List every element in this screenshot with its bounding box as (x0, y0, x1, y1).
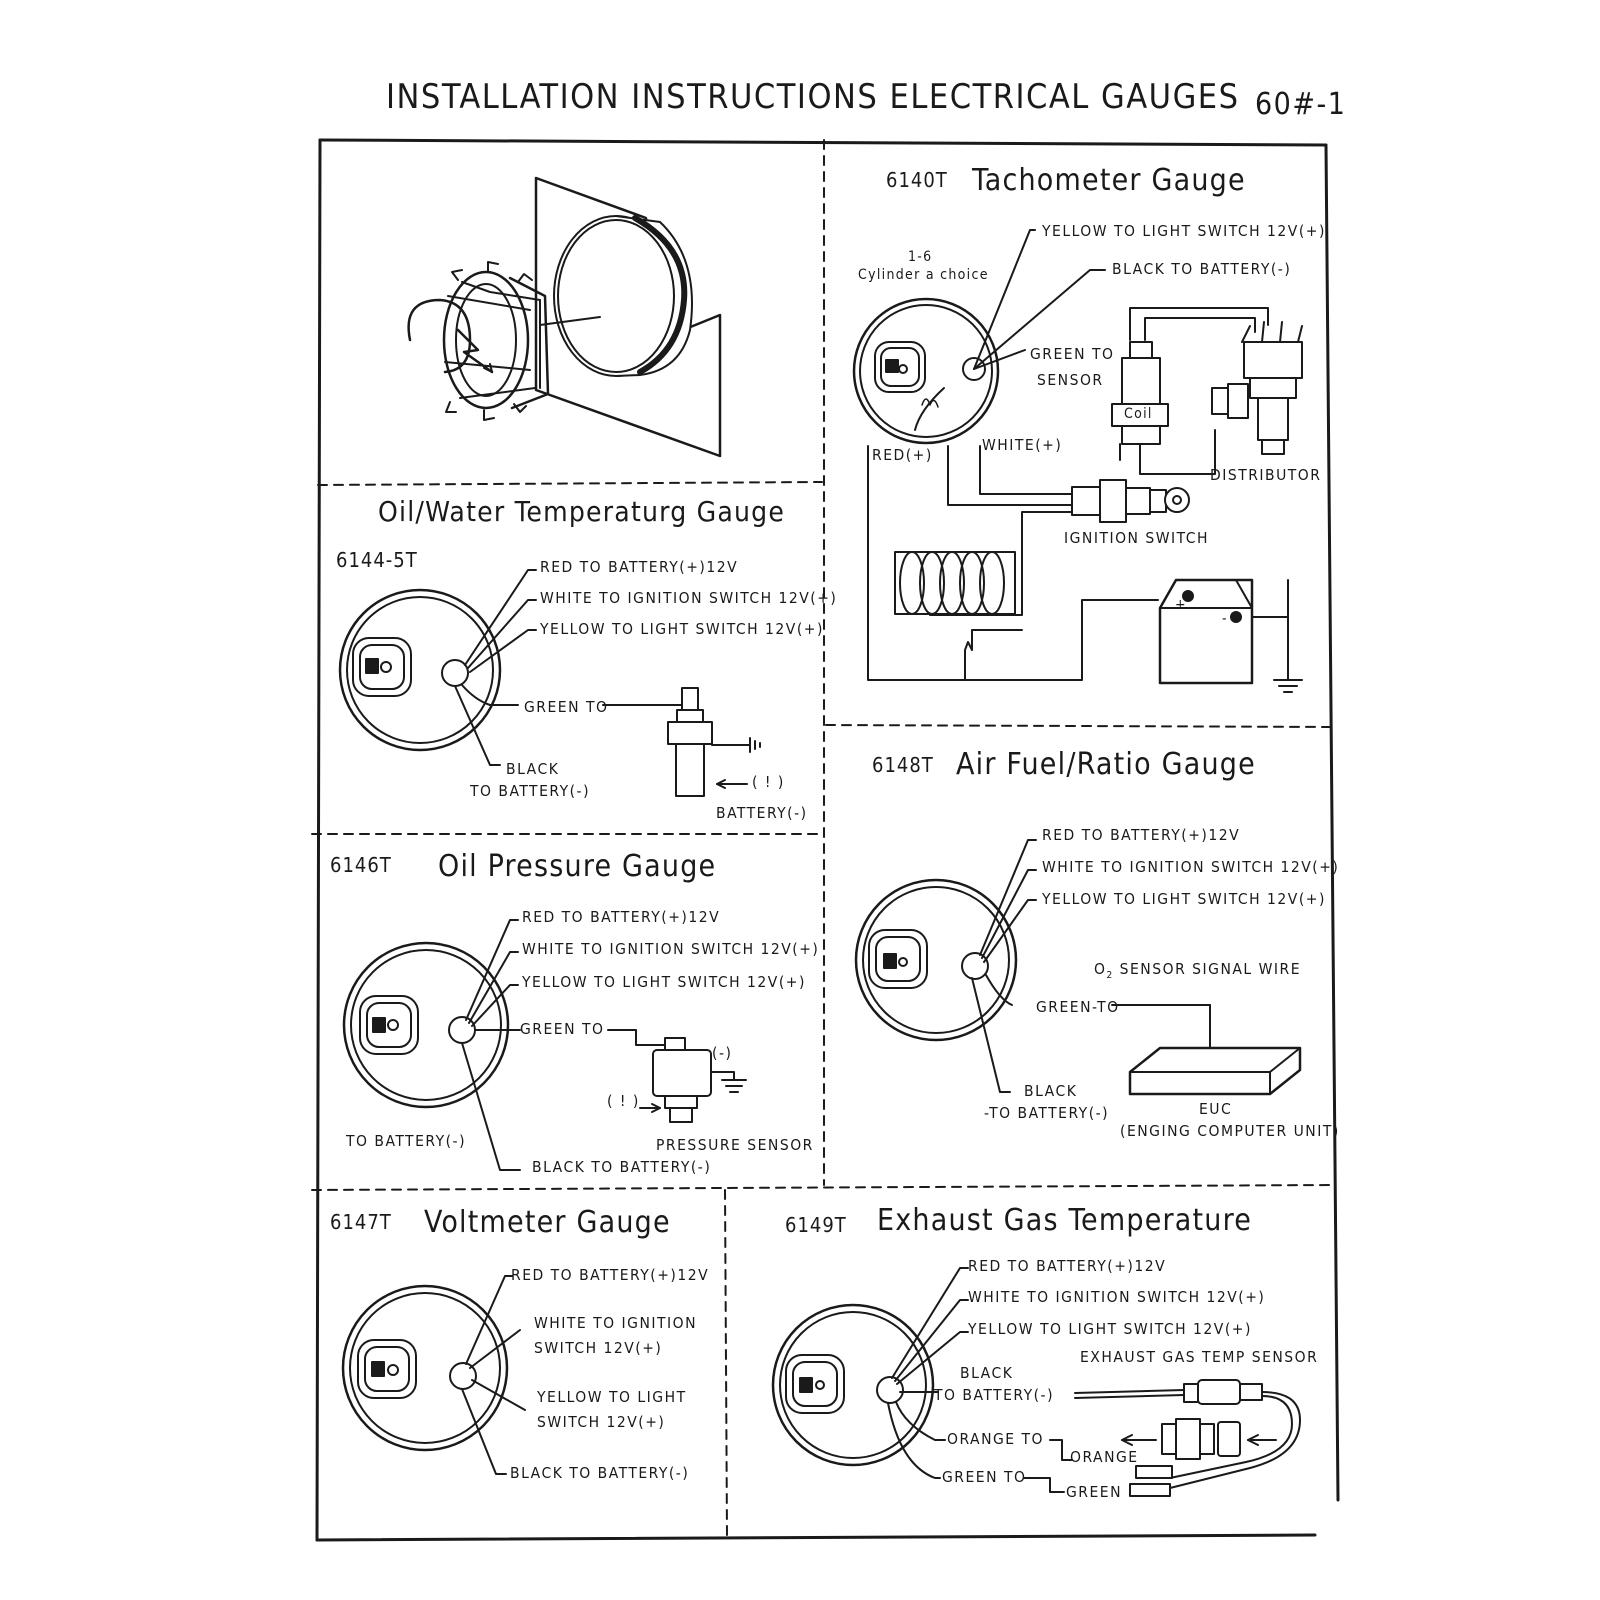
page-title: INSTALLATION INSTRUCTIONS ELECTRICAL GAU… (386, 77, 1240, 117)
owt-green-label: GREEN TO (524, 698, 609, 716)
air-fuel-drawing (854, 839, 1302, 1096)
egt-sensor-label: EXHAUST GAS TEMP SENSOR (1080, 1348, 1319, 1366)
tach-yellow-label: YELLOW TO LIGHT SWITCH 12V(+) (1042, 222, 1326, 240)
afr-black-label-1: BLACK (1024, 1082, 1078, 1100)
page-code: 60#-1 (1255, 87, 1347, 122)
tach-title: Tachometer Gauge (972, 163, 1246, 198)
tach-distributor-label: DISTRIBUTOR (1210, 466, 1322, 484)
afr-title: Air Fuel/Ratio Gauge (956, 747, 1256, 782)
section-dividers (311, 139, 1335, 1536)
owt-black-label-2: TO BATTERY(-) (470, 782, 591, 800)
tach-cylinder-2: Cylinder a choice (858, 267, 989, 283)
owt-black-label-1: BLACK (506, 760, 560, 778)
afr-red-label: RED TO BATTERY(+)12V (1042, 826, 1241, 844)
op-title: Oil Pressure Gauge (438, 849, 717, 884)
op-pressure-sensor-label: PRESSURE SENSOR (656, 1136, 814, 1154)
egt-white-label: WHITE TO IGNITION SWITCH 12V(+) (968, 1288, 1266, 1306)
op-model: 6146T (330, 853, 392, 877)
owt-white-label: WHITE TO IGNITION SWITCH 12V(+) (540, 589, 838, 607)
egt-yellow-label: YELLOW TO LIGHT SWITCH 12V(+) (968, 1320, 1252, 1338)
op-minus-label: (-) (712, 1044, 733, 1062)
op-warning-label: ( ! ) (607, 1092, 640, 1110)
owt-title: Oil/Water Temperaturg Gauge (378, 495, 786, 528)
owt-red-label: RED TO BATTERY(+)12V (540, 558, 739, 576)
egt-title: Exhaust Gas Temperature (877, 1203, 1253, 1238)
afr-black-label-2: -TO BATTERY(-) (984, 1104, 1110, 1122)
tach-ignition-switch-label: IGNITION SWITCH (1064, 529, 1210, 547)
egt-red-label: RED TO BATTERY(+)12V (968, 1257, 1167, 1275)
volt-model: 6147T (330, 1210, 392, 1234)
owt-model: 6144-5T (336, 548, 418, 572)
tach-green-label-1: GREEN TO (1030, 345, 1115, 363)
tach-green-label-2: SENSOR (1037, 371, 1104, 389)
tach-red-label: RED(+) (872, 446, 933, 464)
egt-orange-label: ORANGE (1070, 1448, 1139, 1466)
egt-black-label-2: TO BATTERY(-) (934, 1386, 1055, 1404)
egt-green-label: GREEN (1066, 1483, 1123, 1501)
afr-euc-label-2: (ENGING COMPUTER UNIT) (1120, 1122, 1340, 1140)
afr-euc-label-1: EUC (1199, 1100, 1233, 1118)
egt-model: 6149T (785, 1213, 847, 1237)
afr-o2-label: O2 SENSOR SIGNAL WIRE (1094, 960, 1302, 982)
tach-black-label: BLACK TO BATTERY(-) (1112, 260, 1292, 278)
afr-yellow-label: YELLOW TO LIGHT SWITCH 12V(+) (1042, 890, 1326, 908)
owt-battery-label: BATTERY(-) (716, 804, 808, 822)
volt-title: Voltmeter Gauge (424, 1205, 671, 1240)
egt-orange-to-label: ORANGE TO (947, 1430, 1045, 1448)
volt-white-label-1: WHITE TO IGNITION (534, 1314, 698, 1332)
egt-drawing (771, 1267, 1301, 1497)
volt-black-label: BLACK TO BATTERY(-) (510, 1464, 690, 1482)
voltmeter-drawing (341, 1275, 526, 1475)
owt-warning-label: ( ! ) (752, 773, 785, 791)
op-yellow-label: YELLOW TO LIGHT SWITCH 12V(+) (522, 973, 806, 991)
volt-yellow-label-2: SWITCH 12V(+) (537, 1413, 666, 1431)
op-red-label: RED TO BATTERY(+)12V (522, 908, 721, 926)
oil-pressure-drawing (342, 919, 747, 1171)
op-green-label: GREEN TO (520, 1020, 605, 1038)
volt-yellow-label-1: YELLOW TO LIGHT (537, 1388, 687, 1406)
volt-red-label: RED TO BATTERY(+)12V (511, 1266, 710, 1284)
tach-coil-label: Coil (1124, 406, 1153, 422)
tach-model: 6140T (886, 168, 948, 192)
owt-yellow-label: YELLOW TO LIGHT SWITCH 12V(+) (540, 620, 824, 638)
tach-cylinder-1: 1-6 (908, 249, 933, 265)
egt-black-label-1: BLACK (960, 1364, 1014, 1382)
tach-white-label: WHITE(+) (982, 436, 1063, 454)
op-black-label: BLACK TO BATTERY(-) (532, 1158, 712, 1176)
battery-plus-label: + (1175, 597, 1187, 613)
egt-green-to-label: GREEN TO (942, 1468, 1027, 1486)
volt-white-label-2: SWITCH 12V(+) (534, 1339, 663, 1357)
op-to-battery-label: TO BATTERY(-) (346, 1132, 467, 1150)
mounting-illustration-drawing (407, 176, 722, 458)
afr-green-label: GREEN-TO (1036, 998, 1120, 1016)
afr-white-label: WHITE TO IGNITION SWITCH 12V(+) (1042, 858, 1340, 876)
battery-minus-label: - (1222, 611, 1228, 627)
tachometer-drawing (852, 229, 1303, 693)
afr-model: 6148T (872, 753, 934, 777)
op-white-label: WHITE TO IGNITION SWITCH 12V(+) (522, 940, 820, 958)
oil-water-temp-drawing (338, 569, 761, 797)
